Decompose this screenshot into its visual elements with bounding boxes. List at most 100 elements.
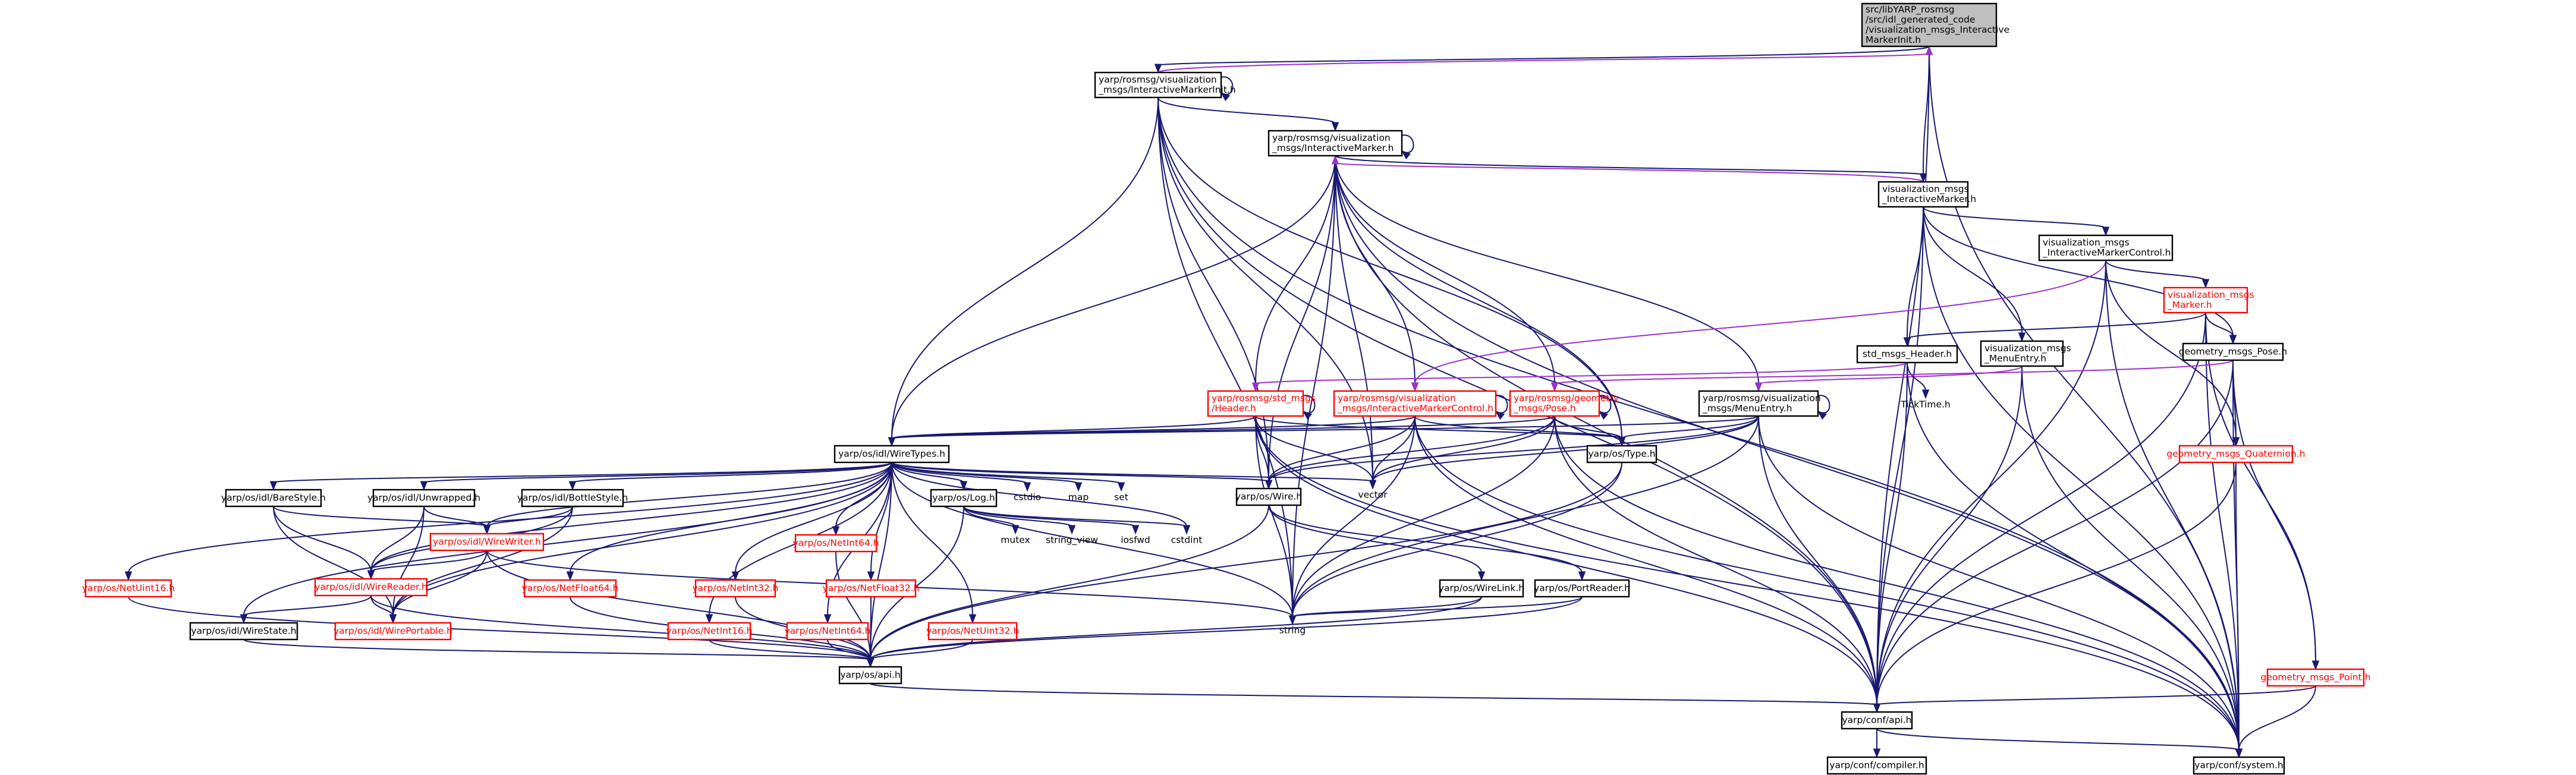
node-box (2038, 234, 2174, 262)
edge-rm-menu-to-rm-menu (1817, 395, 1830, 420)
node-std-header[interactable]: std_msgs_Header.h (1856, 345, 1958, 364)
node-label: _msgs/InteractiveMarkerInit.h (1098, 84, 1236, 96)
node-label: yarp/os/idl/WireState.h (191, 626, 296, 637)
node-wirereader[interactable]: yarp/os/idl/WireReader.h (314, 578, 428, 597)
edge-imi-to-imi (1220, 76, 1234, 102)
node-label: yarp/rosmsg/std_msgs (1212, 393, 1316, 404)
edge-vm-menu-to-rm-menu (1754, 366, 2023, 392)
edge-line (1495, 395, 1508, 414)
edge-wirereader-to-wireportable (370, 595, 397, 624)
node-im[interactable]: yarp/rosmsg/visualization_msgs/Interacti… (1267, 130, 1403, 157)
node-api[interactable]: yarp/os/api.h (838, 666, 902, 685)
node-geo-quat[interactable]: geometry_msgs_Quaternion.h (2166, 445, 2305, 464)
node-netfloat64[interactable]: yarp/os/NetFloat64.h (522, 579, 619, 598)
node-portreader[interactable]: yarp/os/PortReader.h (1534, 579, 1630, 598)
node-root[interactable]: src/libYARP_rosmsg/src/idl_generated_cod… (1861, 2, 2009, 48)
node-label: yarp/rosmsg/visualization (1272, 133, 1391, 143)
node-geo-pose[interactable]: geometry_msgs_Pose.h (2179, 342, 2287, 361)
node-wirestate[interactable]: yarp/os/idl/WireState.h (189, 622, 298, 641)
node-log[interactable]: yarp/os/Log.h (930, 489, 998, 508)
edge-line (1876, 312, 2206, 705)
edge-line (1876, 206, 1924, 705)
node-compiler[interactable]: yarp/conf/compiler.h (1826, 756, 1927, 775)
node-label: yarp/os/NetUint16.h (82, 583, 175, 594)
arrowhead (1220, 92, 1231, 102)
edge-wiretypes-to-log (891, 462, 968, 491)
edge-wiretypes-to-barestyle (269, 462, 892, 491)
edge-line (870, 462, 892, 660)
node-netuint32[interactable]: yarp/os/NetUint32.h (926, 622, 1019, 641)
node-box (1207, 390, 1304, 417)
node-system[interactable]: yarp/conf/system.h (2193, 756, 2285, 775)
node-netint64[interactable]: yarp/os/NetInt64.h (792, 534, 879, 553)
edge-vm-menu-to-conf-api (1873, 366, 2023, 713)
node-type[interactable]: yarp/os/Type.h (1586, 445, 1657, 464)
node-netfloat32[interactable]: yarp/os/NetFloat32.h (823, 579, 920, 598)
arrowhead (705, 614, 713, 624)
node-box (930, 489, 998, 508)
node-label: /src/idl_generated_code (1866, 14, 1975, 26)
arrowhead (888, 437, 896, 447)
node-bottlestyle[interactable]: yarp/os/idl/BottleStyle.h (517, 489, 628, 508)
node-label: _MenuEntry.h (1984, 353, 2046, 364)
node-box (825, 579, 917, 598)
node-label: _msgs/InteractiveMarkerControl.h (1337, 403, 1493, 414)
node-geo-point[interactable]: geometry_msgs_Point.h (2261, 668, 2371, 687)
edge-vm-marker-to-std-header (1903, 312, 2206, 347)
edge-line (891, 462, 1122, 484)
arrowhead (1921, 389, 1930, 399)
node-cstdio: cstdio (1014, 492, 1041, 503)
edge-line (486, 550, 871, 660)
node-rm-menu[interactable]: yarp/rosmsg/visualization_msgs/MenuEntry… (1698, 390, 1821, 417)
node-wirewriter[interactable]: yarp/os/idl/WireWriter.h (429, 533, 545, 552)
edge-line (1876, 728, 2240, 751)
arrowhead (1477, 571, 1486, 581)
node-label: _msgs/MenuEntry.h (1702, 403, 1792, 414)
edge-std-header-to-conf-api (1873, 362, 1908, 713)
node-netint64b[interactable]: yarp/os/NetInt64.h (784, 622, 871, 641)
arrowhead (1550, 382, 1559, 392)
edge-bottlestyle-to-wirewriter (483, 506, 573, 535)
edge-line (1372, 415, 1416, 482)
arrowhead (420, 481, 428, 491)
node-vm-im[interactable]: visualization_msgs_InteractiveMarker.h (1877, 181, 1976, 208)
edge-line (1292, 155, 1336, 618)
edge-line (273, 506, 487, 527)
edge-line (835, 551, 871, 660)
node-label: yarp/os/idl/WirePortable.h (334, 626, 452, 637)
node-vm-menu[interactable]: visualization_msgs_MenuEntry.h (1980, 340, 2071, 367)
node-wire[interactable]: yarp/os/Wire.h (1235, 487, 1303, 506)
node-vm-imc[interactable]: visualization_msgs_InteractiveMarkerCont… (2038, 234, 2174, 262)
edge-line (963, 506, 1072, 527)
node-rm-pose[interactable]: yarp/rosmsg/geometry_msgs/Pose.h (1509, 390, 1619, 417)
node-rm-header[interactable]: yarp/rosmsg/std_msgs/Header.h (1207, 390, 1316, 417)
edge-line (2105, 260, 2206, 281)
node-wireportable[interactable]: yarp/os/idl/WirePortable.h (334, 622, 452, 641)
node-unwrapped[interactable]: yarp/os/idl/Unwrapped.h (367, 489, 480, 508)
edge-line (1335, 162, 1924, 182)
node-cstdint: cstdint (1171, 535, 1203, 546)
node-netint16[interactable]: yarp/os/NetInt16.h (666, 622, 753, 641)
edge-line (128, 462, 892, 574)
node-netuint16[interactable]: yarp/os/NetUint16.h (82, 579, 175, 598)
node-layer: src/libYARP_rosmsg/src/idl_generated_cod… (82, 2, 2371, 775)
node-rm-imc[interactable]: yarp/rosmsg/visualization_msgs/Interacti… (1333, 390, 1497, 417)
edge-line (1907, 362, 2240, 751)
node-label: yarp/os/WireLink.h (1439, 583, 1524, 594)
node-wirelink[interactable]: yarp/os/WireLink.h (1439, 579, 1524, 598)
node-label: cstdint (1171, 535, 1203, 546)
node-vm-marker[interactable]: visualization_msgs_Marker.h (2163, 286, 2254, 314)
arrowhead (1131, 525, 1140, 535)
edge-line (2235, 462, 2240, 751)
edge-im-to-string (1288, 155, 1336, 625)
edge-wiretypes-to-wire (891, 462, 1273, 490)
node-conf-api[interactable]: yarp/conf/api.h (1841, 711, 1913, 730)
node-imi[interactable]: yarp/rosmsg/visualization_msgs/Interacti… (1094, 71, 1236, 99)
node-netint32[interactable]: yarp/os/NetInt32.h (692, 579, 779, 598)
node-wiretypes[interactable]: yarp/os/idl/WireTypes.h (833, 445, 950, 464)
edge-wiretypes-to-unwrapped (420, 462, 892, 491)
edge-line (1255, 415, 1373, 482)
node-box (1980, 340, 2064, 367)
node-barestyle[interactable]: yarp/os/idl/BareStyle.h (221, 489, 326, 508)
